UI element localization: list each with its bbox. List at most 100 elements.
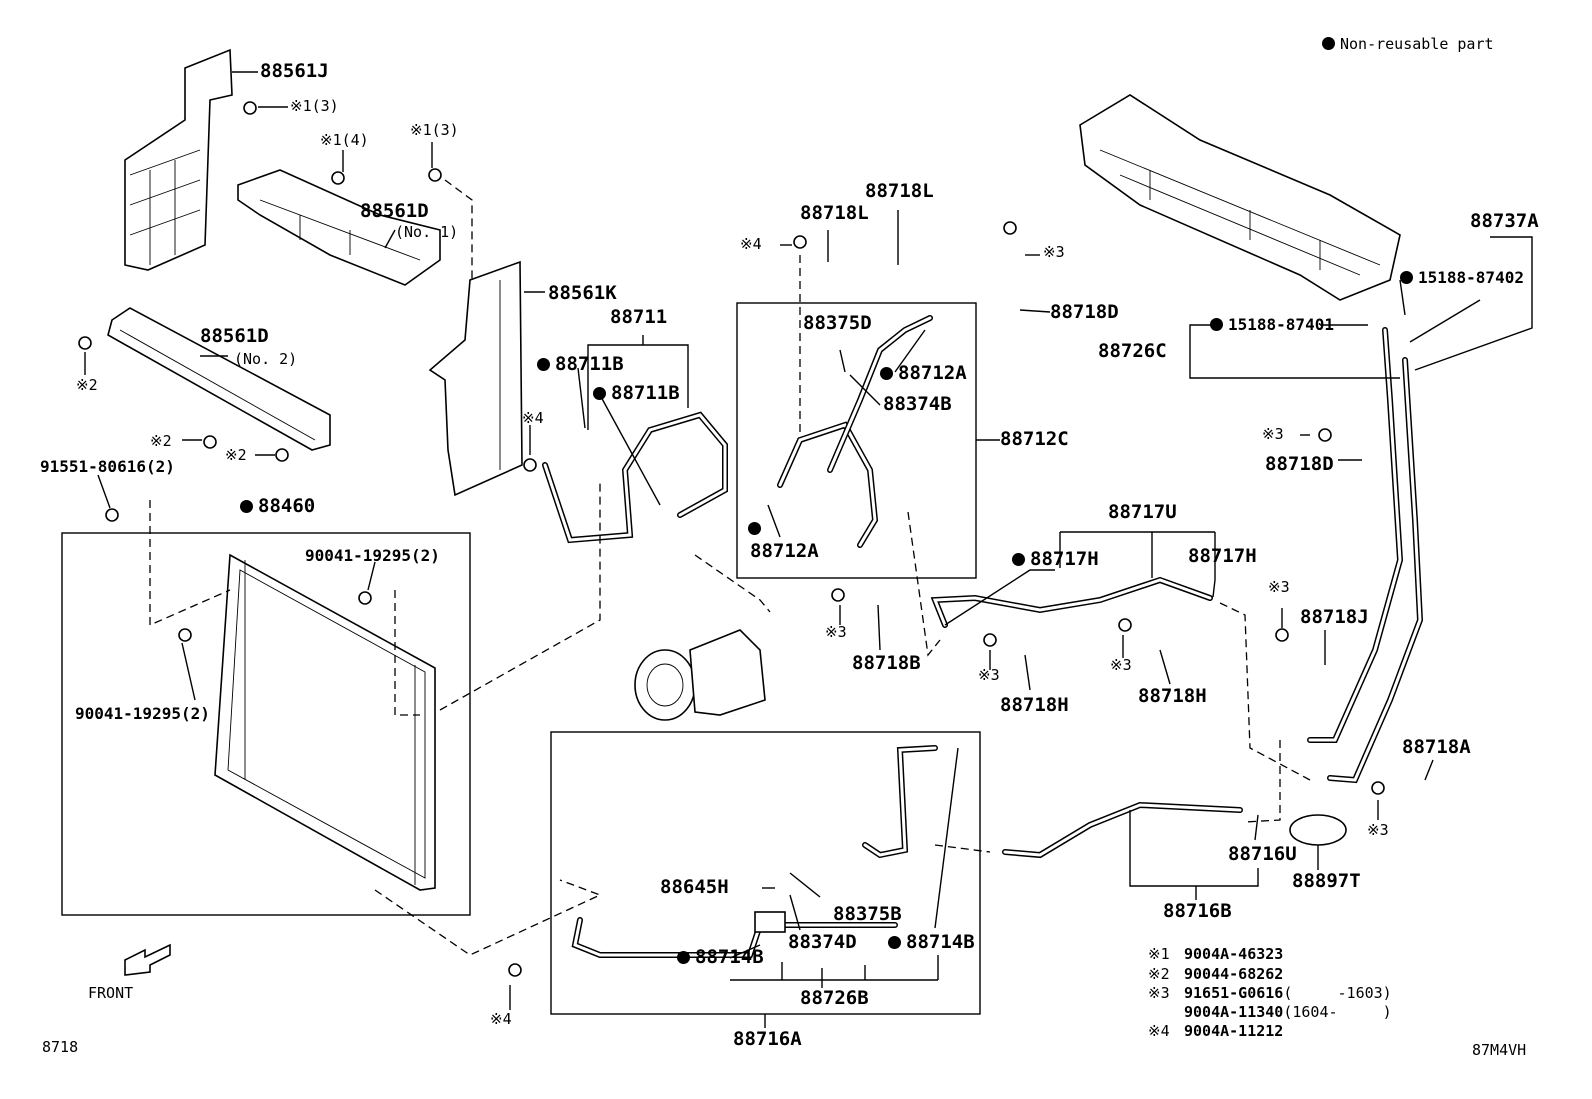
- label-s2-c: ※2: [225, 446, 247, 464]
- label-88645H: 88645H: [660, 876, 729, 898]
- label-88561D-no1: 88561D: [360, 200, 429, 222]
- label-s3-f: ※3: [1268, 578, 1290, 596]
- non-reusable-dot-icon: [748, 522, 761, 535]
- label-s3-b: ※3: [1262, 425, 1284, 443]
- legend-mark: ※4: [1148, 1022, 1170, 1040]
- label-s3-d: ※3: [978, 666, 1000, 684]
- legend-part: 9004A-11212: [1184, 1022, 1284, 1040]
- label-88717H-b: 88717H: [1188, 545, 1257, 567]
- label-s3-c: ※3: [825, 623, 847, 641]
- label-s4-c: ※4: [490, 1010, 512, 1028]
- shield-88561J: [124, 48, 233, 271]
- label-90041-19295-a: 90041-19295(2): [305, 546, 440, 565]
- pipe-88726C: [1307, 327, 1424, 784]
- label-88716U: 88716U: [1228, 843, 1297, 865]
- legend-mark: ※2: [1148, 965, 1170, 983]
- label-88561J: 88561J: [260, 60, 329, 82]
- non-reusable-dot-icon: [240, 500, 253, 513]
- compressor: [634, 629, 766, 721]
- non-reusable-dot-icon: [888, 936, 901, 949]
- label-88712C: 88712C: [1000, 428, 1069, 450]
- label-s3-g: ※3: [1367, 821, 1389, 839]
- label-s4-b: ※4: [740, 235, 762, 253]
- label-88375D: 88375D: [803, 312, 872, 334]
- label-88561D-no2-sub: (No. 2): [234, 350, 298, 368]
- label-s2-b: ※2: [150, 432, 172, 450]
- seal-88561D-no2: [107, 307, 331, 451]
- non-reusable-note: Non-reusable part: [1322, 37, 1494, 52]
- legend-part: 91651-G0616: [1184, 984, 1284, 1002]
- legend-row-1: ※1 9004A-46323: [1148, 945, 1283, 963]
- condenser-88460: [214, 553, 436, 891]
- label-88718D-b: 88718D: [1265, 453, 1334, 475]
- box-88716A: [550, 731, 981, 1015]
- label-88717U: 88717U: [1108, 501, 1177, 523]
- label-88716A: 88716A: [733, 1028, 802, 1050]
- illustration-code: 87M4VH: [1472, 1041, 1527, 1059]
- label-88714B-a-text: 88714B: [695, 946, 764, 968]
- label-s1-3-a: ※1(3): [290, 97, 339, 115]
- label-88375B: 88375B: [833, 903, 902, 925]
- legend-note: (1604- ): [1283, 1003, 1392, 1021]
- dashed-lines: [149, 179, 1311, 956]
- label-88717H-a-text: 88717H: [1030, 548, 1099, 570]
- label-88711B-a-text: 88711B: [555, 353, 624, 375]
- label-88711: 88711: [610, 306, 668, 328]
- label-88374D: 88374D: [788, 931, 857, 953]
- label-s1-3-b: ※1(3): [410, 121, 459, 139]
- box-88460: [61, 532, 471, 916]
- label-s3-e: ※3: [1110, 656, 1132, 674]
- insulator-88897T: [1289, 814, 1347, 846]
- figure-number: 8718: [42, 1038, 79, 1056]
- legend-note: ( -1603): [1283, 984, 1392, 1002]
- label-88374B: 88374B: [883, 393, 952, 415]
- label-88460-text: 88460: [258, 495, 316, 517]
- block-88714: [754, 911, 786, 933]
- shield-88561K: [428, 260, 523, 497]
- leader-lines: [84, 71, 1533, 1028]
- non-reusable-dot-icon: [1400, 271, 1413, 284]
- non-reusable-dot-icon: [677, 951, 690, 964]
- legend-part: 9004A-46323: [1184, 945, 1284, 963]
- front-label: FRONT: [88, 984, 134, 1002]
- non-reusable-dot-icon: [1322, 37, 1335, 50]
- label-90041-19295-b: 90041-19295(2): [75, 704, 210, 723]
- label-88714B-b-text: 88714B: [906, 931, 975, 953]
- label-15188-87402-text: 15188-87402: [1418, 268, 1524, 287]
- label-88712A-b: [748, 519, 766, 538]
- label-s2-a: ※2: [76, 376, 98, 394]
- radiator-support: [1079, 94, 1401, 301]
- non-reusable-text: Non-reusable part: [1340, 35, 1494, 53]
- label-88718A: 88718A: [1402, 736, 1471, 758]
- label-88561D-no1-sub: (No. 1): [395, 223, 459, 241]
- label-88711B-b-text: 88711B: [611, 382, 680, 404]
- label-88717H-a: 88717H: [1012, 550, 1099, 569]
- label-88718J: 88718J: [1300, 606, 1369, 628]
- label-88561D-no2: 88561D: [200, 325, 269, 347]
- label-88718B: 88718B: [852, 652, 921, 674]
- label-88712A-a: 88712A: [880, 364, 967, 383]
- label-88718H-b: 88718H: [1138, 685, 1207, 707]
- front-arrow-icon: [124, 943, 171, 976]
- non-reusable-dot-icon: [1012, 553, 1025, 566]
- legend-part: 90044-68262: [1184, 965, 1284, 983]
- non-reusable-dot-icon: [880, 367, 893, 380]
- legend-row-2: ※2 90044-68262: [1148, 965, 1283, 983]
- label-15188-87401-text: 15188-87401: [1228, 315, 1334, 334]
- label-88718L-a: 88718L: [800, 202, 869, 224]
- label-88712A-a-text: 88712A: [898, 362, 967, 384]
- pipe-88717U: [930, 576, 1213, 628]
- legend-mark: ※1: [1148, 945, 1170, 963]
- bolts: [78, 101, 1385, 977]
- non-reusable-dot-icon: [593, 387, 606, 400]
- label-88726B: 88726B: [800, 987, 869, 1009]
- label-88718H-a: 88718H: [1000, 694, 1069, 716]
- label-88714B-a: 88714B: [677, 948, 764, 967]
- label-88718L-b: 88718L: [865, 180, 934, 202]
- label-15188-87402: 15188-87402: [1400, 270, 1524, 286]
- label-88716B: 88716B: [1163, 900, 1232, 922]
- label-88726C: 88726C: [1098, 340, 1167, 362]
- label-s4-a: ※4: [522, 409, 544, 427]
